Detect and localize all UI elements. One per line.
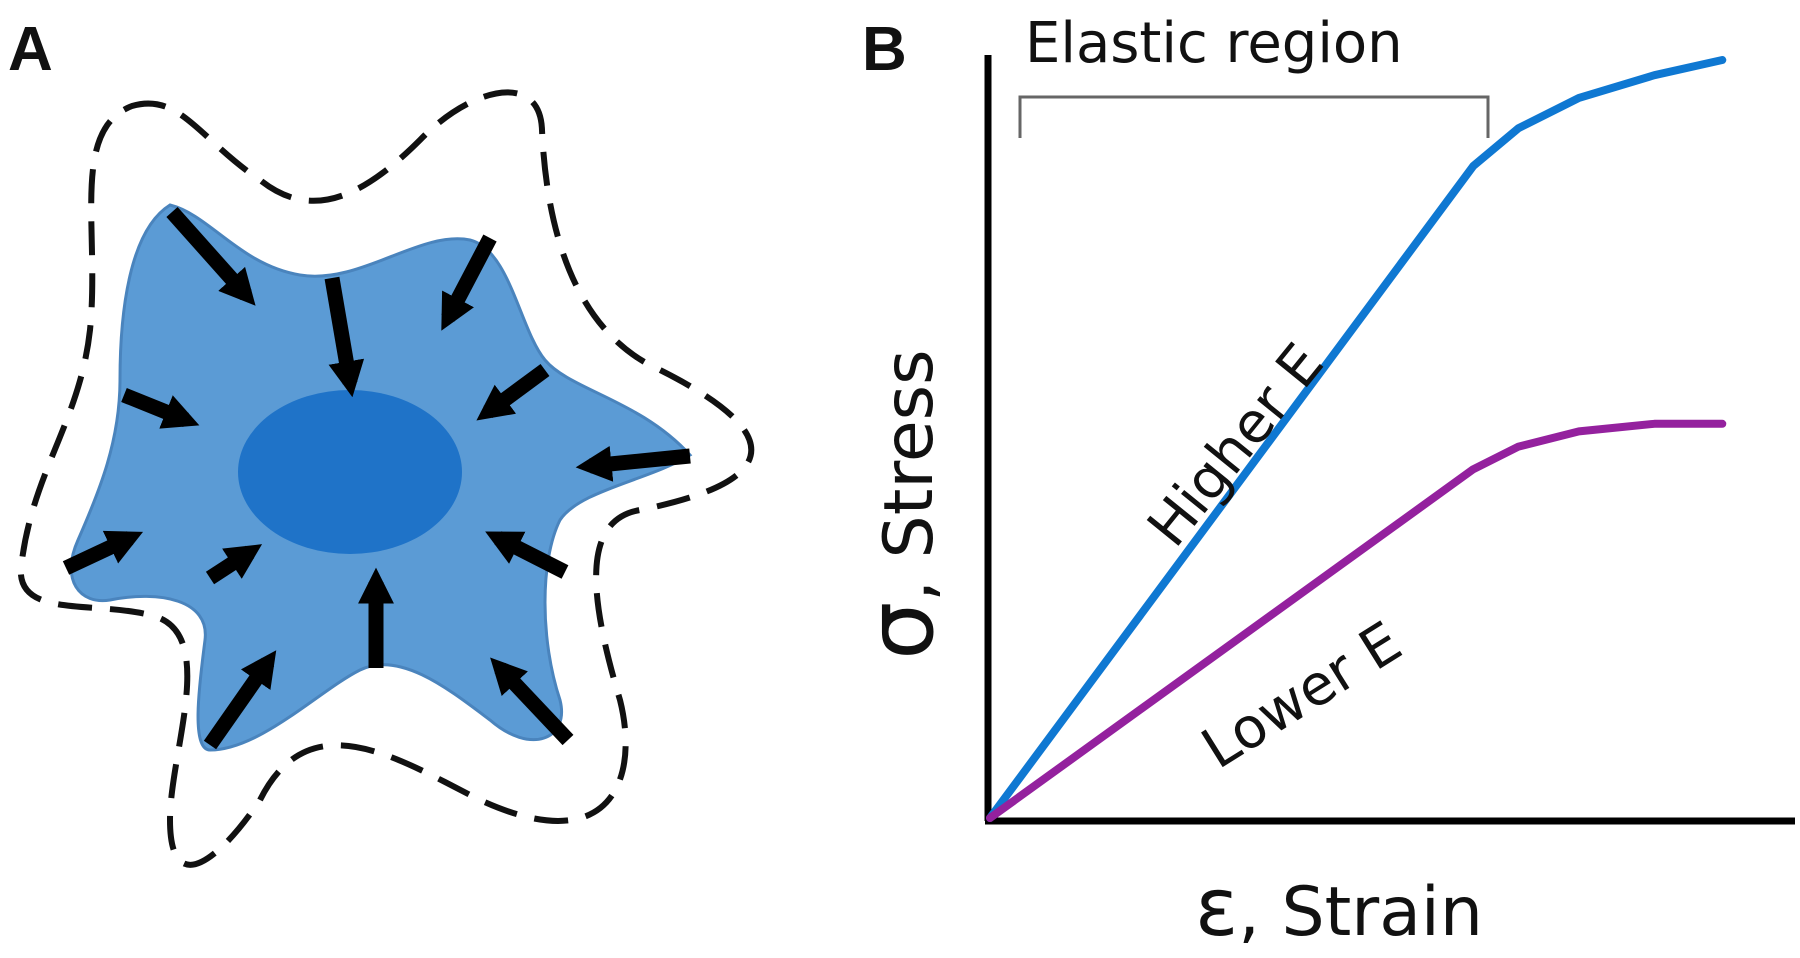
inward-force-arrow [485,531,569,579]
panel-b: B Elastic region Higher E Lower E σ, Str… [847,11,1795,954]
inward-force-arrow [575,445,691,482]
inward-force-arrow [490,657,574,746]
nucleus [238,390,462,554]
force-arrows [62,207,691,750]
series-label-higher-e: Higher E [1135,332,1336,559]
inward-force-arrow [324,276,365,398]
panel-a: A [8,15,755,868]
inward-force-arrow [203,650,277,750]
chart-axes [984,55,1795,825]
svg-text:ε, Strain: ε, Strain [1195,861,1483,954]
elastic-region-label: Elastic region [1025,11,1403,76]
x-axis-title: , Strain [1238,873,1483,952]
x-axis-symbol: ε [1195,861,1238,954]
x-axis-label: ε, Strain [1195,861,1483,954]
elastic-region-bracket [1018,95,1490,138]
y-axis-label: σ, Stress [847,349,954,660]
y-axis-title: , Stress [870,349,949,601]
series-line-lower-e [986,419,1727,822]
panel-b-label: B [862,15,907,84]
inward-force-arrow [166,207,256,306]
inward-force-arrow [62,530,144,575]
inward-force-arrow [121,388,200,429]
inward-force-arrow [441,234,497,331]
series-line-higher-e [986,56,1727,822]
y-axis-symbol: σ [847,602,954,660]
svg-text:σ, Stress: σ, Stress [847,349,954,660]
inward-force-arrow [205,544,263,585]
panel-a-label: A [8,15,53,84]
series-label-lower-e: Lower E [1191,610,1413,782]
inward-force-arrow [476,363,550,421]
relaxed-cell-outline [17,89,755,868]
